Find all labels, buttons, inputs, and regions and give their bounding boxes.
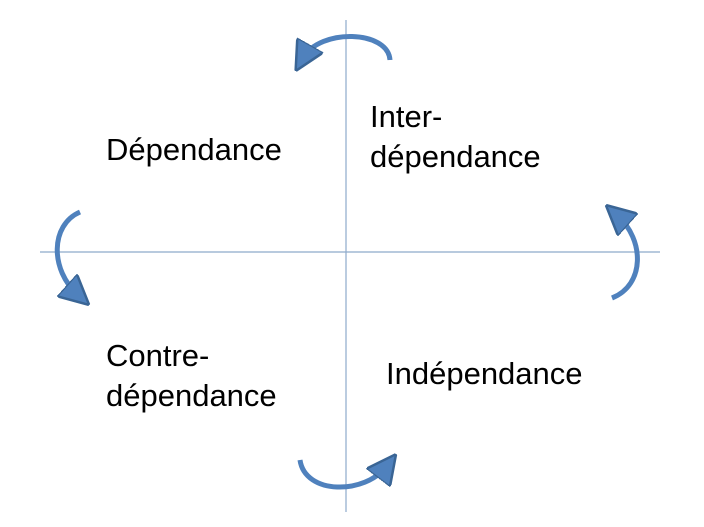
quadrant-label-contredependance: Contre- dépendance	[106, 336, 277, 416]
quadrant-label-dependance: Dépendance	[106, 130, 282, 170]
curved-arrow-icon	[612, 215, 640, 301]
curved-arrow-icon	[303, 34, 393, 60]
quadrant-label-line: Indépendance	[386, 356, 583, 391]
quadrant-label-independance: Indépendance	[386, 354, 583, 394]
quadrant-label-line: Contre-	[106, 338, 210, 373]
curved-arrow-icon	[54, 209, 80, 295]
quadrant-label-line: Dépendance	[106, 132, 282, 167]
quadrant-label-line: Inter-	[370, 99, 443, 134]
curved-arrow-icon	[297, 460, 387, 490]
quadrant-label-line: dépendance	[106, 378, 277, 413]
quadrant-label-interdependance: Inter- dépendance	[370, 97, 541, 177]
quadrant-label-line: dépendance	[370, 139, 541, 174]
